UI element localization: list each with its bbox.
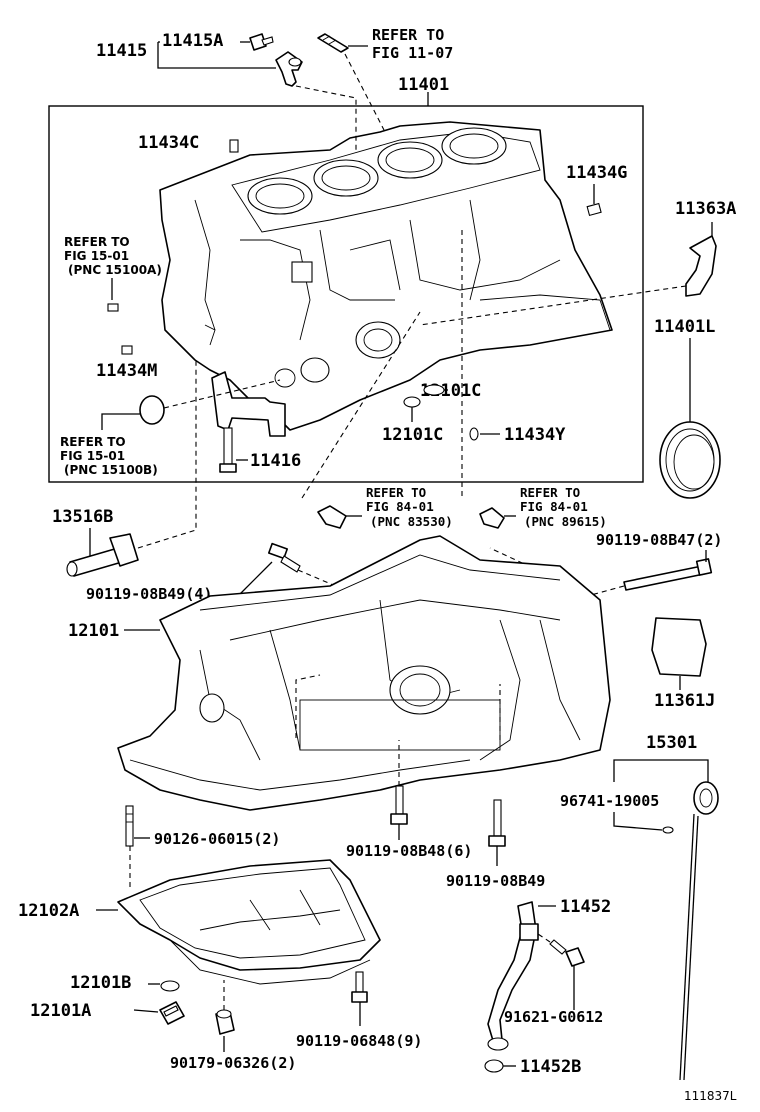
label-13516B[interactable]: 13516B	[52, 507, 113, 527]
bolt-90119-08B49	[488, 799, 506, 847]
label-90119-08B48[interactable]: 90119-08B48(6)	[346, 842, 472, 860]
label-refer-15-01b-line3[interactable]: (PNC 15100B)	[64, 463, 158, 477]
label-11401L[interactable]: 11401L	[654, 317, 715, 337]
label-12101B[interactable]: 12101B	[70, 973, 131, 993]
oring-15100B	[139, 395, 165, 425]
bolt-90119-06848	[351, 971, 368, 1003]
label-11434G[interactable]: 11434G	[566, 163, 627, 183]
dipstick-15301	[679, 781, 719, 1081]
oil-seal-11401L	[659, 421, 721, 499]
cover-11361J	[651, 617, 707, 677]
label-91621-G0612[interactable]: 91621-G0612	[504, 1008, 603, 1026]
drain-plug-12101A	[159, 1001, 185, 1025]
cylinder-block-illustration	[159, 121, 613, 437]
pin-11434Y	[469, 427, 479, 441]
cylinder-block-frame	[48, 105, 644, 483]
oring-96741	[662, 826, 674, 834]
label-refer-84-01b-line1: REFER TO	[520, 485, 580, 500]
label-90119-08B49[interactable]: 90119-08B49	[446, 872, 545, 890]
label-refer-84-01a-line1: REFER TO	[366, 485, 426, 500]
sensor-83530	[317, 505, 347, 529]
label-11416[interactable]: 11416	[250, 451, 301, 471]
label-refer-15-01a-line2[interactable]: FIG 15-01	[64, 249, 129, 263]
label-11401[interactable]: 11401	[398, 75, 449, 95]
label-11452B[interactable]: 11452B	[520, 1057, 581, 1077]
label-12101[interactable]: 12101	[68, 621, 119, 641]
label-12101A[interactable]: 12101A	[30, 1001, 91, 1021]
label-15301[interactable]: 15301	[646, 733, 697, 753]
label-90119-06848[interactable]: 90119-06848(9)	[296, 1032, 422, 1050]
label-12101C-b[interactable]: 12101C	[382, 425, 443, 445]
label-12102A[interactable]: 12102A	[18, 901, 79, 921]
label-11434Y[interactable]: 11434Y	[504, 425, 566, 445]
label-refer-15-01b-line1: REFER TO	[60, 435, 126, 449]
label-11415[interactable]: 11415	[96, 41, 147, 61]
label-11434C[interactable]: 11434C	[138, 133, 199, 153]
diagram-id: 111837L	[684, 1089, 737, 1103]
gasket-12101C-b	[403, 396, 421, 408]
label-11363A[interactable]: 11363A	[675, 199, 736, 219]
label-refer-11-07-line1: REFER TO	[372, 26, 444, 44]
label-refer-84-01b-line3[interactable]: (PNC 89615)	[524, 514, 607, 529]
label-refer-84-01a-line2[interactable]: FIG 84-01	[366, 499, 434, 514]
label-11415A[interactable]: 11415A	[162, 31, 223, 51]
label-90119-08B49-4[interactable]: 90119-08B49(4)	[86, 585, 212, 603]
label-refer-84-01a-line3[interactable]: (PNC 83530)	[370, 514, 453, 529]
label-refer-11-07-line2[interactable]: FIG 11-07	[372, 44, 453, 62]
pin-11434M	[121, 345, 133, 355]
jet-15100A	[107, 303, 119, 312]
label-96741-19005[interactable]: 96741-19005	[560, 792, 659, 810]
stud-90126-06015	[125, 805, 134, 847]
label-90126-06015[interactable]: 90126-06015(2)	[154, 830, 280, 848]
label-11361J[interactable]: 11361J	[654, 691, 715, 711]
bolt-11416	[219, 427, 237, 473]
oil-pan-upper-12101	[117, 535, 611, 811]
label-refer-15-01a-line1: REFER TO	[64, 235, 130, 249]
bolt-90119-08B48	[390, 785, 408, 825]
gasket-11452B	[484, 1059, 504, 1073]
gasket-12101C-a	[423, 384, 445, 396]
oil-pan-lower-12102A	[117, 859, 381, 985]
bolt-90119-08B49-4	[267, 542, 301, 573]
label-11452[interactable]: 11452	[560, 897, 611, 917]
label-refer-84-01b-line2[interactable]: FIG 84-01	[520, 499, 588, 514]
stud-11-07	[317, 33, 349, 53]
bearing-11363A	[685, 235, 717, 297]
shaft-13516B	[66, 533, 139, 577]
pin-11434G	[586, 202, 602, 217]
sensor-89615	[479, 507, 505, 529]
pin-11434C	[229, 139, 239, 153]
label-11434M[interactable]: 11434M	[96, 361, 157, 381]
label-refer-15-01a-line3[interactable]: (PNC 15100A)	[68, 263, 162, 277]
union-11415	[275, 51, 303, 87]
label-90119-08B47[interactable]: 90119-08B47(2)	[596, 531, 722, 549]
bolt-90119-08B47	[623, 558, 713, 591]
label-refer-15-01b-line2[interactable]: FIG 15-01	[60, 449, 125, 463]
bolt-91621-G0612	[549, 939, 585, 967]
strainer-11452	[487, 901, 539, 1051]
bolt-11415A	[249, 33, 274, 51]
label-90179-06326[interactable]: 90179-06326(2)	[170, 1054, 296, 1072]
gasket-12101B	[160, 980, 180, 992]
nut-90179-06326	[215, 1009, 235, 1035]
